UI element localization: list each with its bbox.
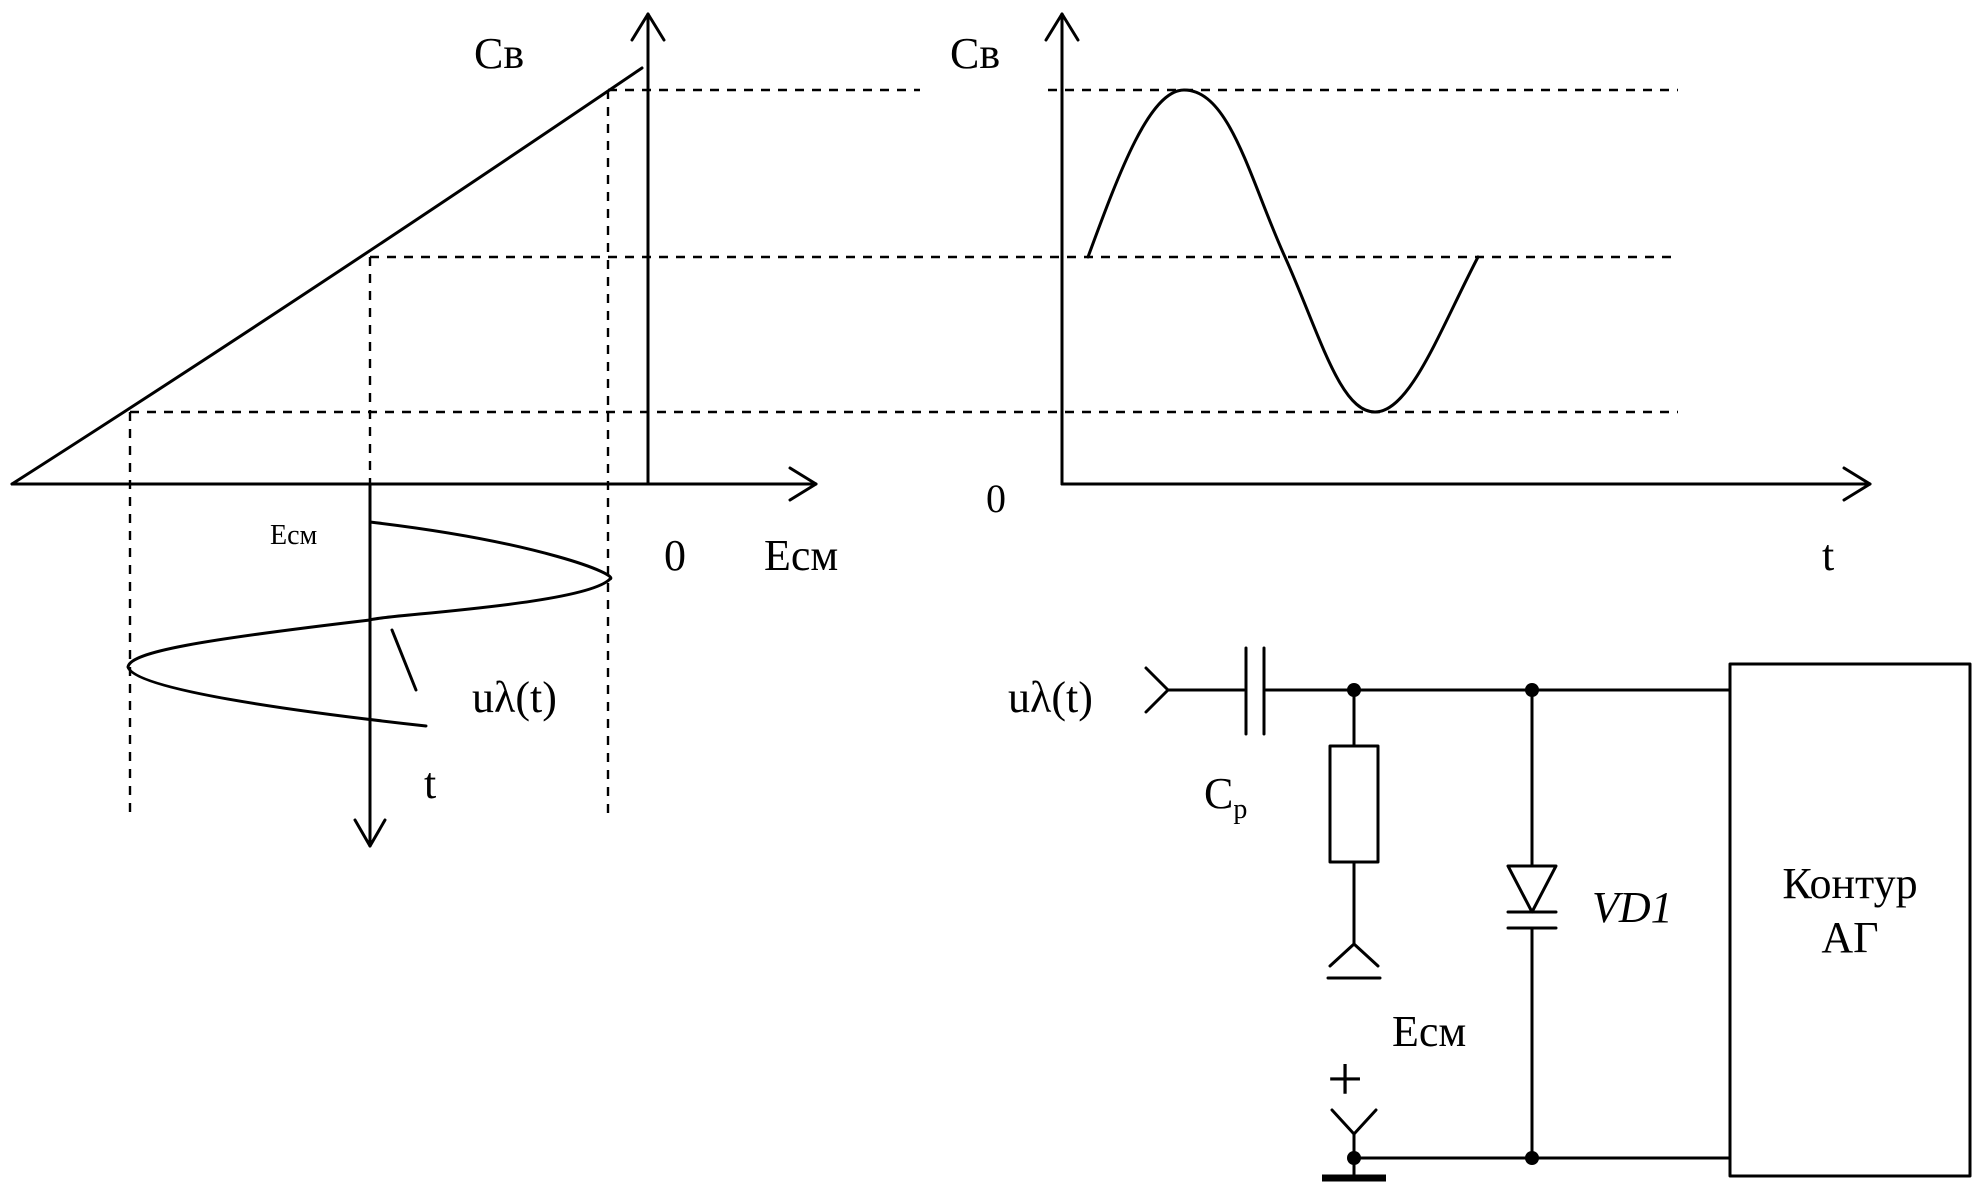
diode-label: VD1 bbox=[1592, 883, 1673, 932]
time-down-axis-arrow bbox=[353, 818, 387, 848]
signal-pointer-line bbox=[390, 628, 418, 692]
capacitor-label-sub: р bbox=[1233, 794, 1247, 825]
right-origin-label: 0 bbox=[986, 476, 1006, 521]
diode-triangle bbox=[1506, 864, 1558, 914]
bias-plus-symbol: + bbox=[1327, 1043, 1363, 1114]
capacitor-label: Cр bbox=[1204, 769, 1247, 825]
down-axis-top-label: Eсм bbox=[270, 520, 318, 551]
left-x-axis-arrow bbox=[788, 466, 818, 502]
right-x-axis-label: t bbox=[1822, 531, 1834, 580]
down-axis-bottom-label: t bbox=[424, 759, 436, 808]
left-origin-label: 0 bbox=[664, 531, 686, 580]
input-terminal-symbol bbox=[1144, 666, 1170, 714]
left-x-axis-label: Eсм bbox=[764, 531, 838, 580]
circuit-input-label: uλ(t) bbox=[1008, 673, 1093, 722]
resonator-block bbox=[1728, 662, 1972, 1178]
left-y-axis-label: Св bbox=[474, 29, 524, 78]
graph-capacitance-vs-bias: Св 0 Eсм Eсм t uλ(t) bbox=[10, 12, 838, 848]
resistor-terminal-symbol bbox=[1328, 942, 1380, 968]
resonator-label-line2: АГ bbox=[1821, 913, 1878, 962]
left-y-axis-arrow bbox=[630, 12, 666, 42]
capacitance-time-curve bbox=[1086, 88, 1480, 414]
varactor-circuit: uλ(t) Cр VD1 Eсм + Контур АГ bbox=[1008, 646, 1972, 1182]
graph-capacitance-vs-time: Св 0 t bbox=[950, 12, 1872, 580]
capacitance-curve bbox=[10, 66, 644, 486]
resonator-label-line1: Контур bbox=[1782, 859, 1917, 908]
bias-source-label: Eсм bbox=[1392, 1007, 1466, 1056]
capacitor-label-main: C bbox=[1204, 769, 1233, 818]
resistor-body bbox=[1328, 744, 1380, 864]
left-signal-label: uλ(t) bbox=[472, 673, 557, 722]
right-y-axis-arrow bbox=[1044, 12, 1080, 42]
bias-signal-waveform bbox=[126, 520, 613, 728]
capacitance-level-lines bbox=[130, 88, 1678, 414]
right-y-axis-label: Св bbox=[950, 29, 1000, 78]
right-x-axis-arrow bbox=[1842, 466, 1872, 502]
